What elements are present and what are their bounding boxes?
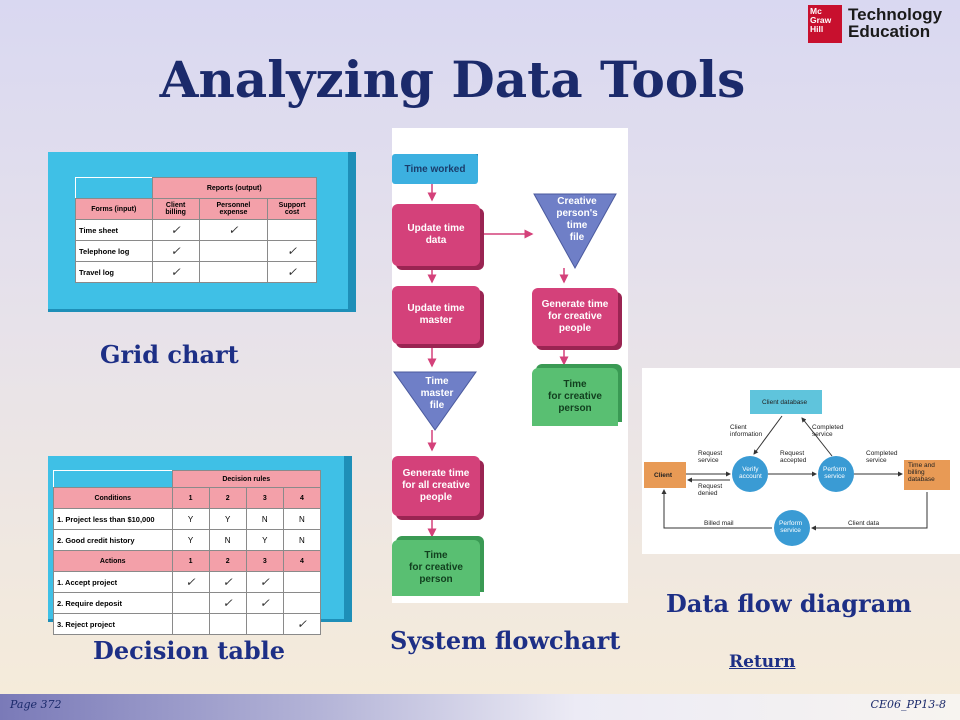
table-row: 2. Require deposit ✓ ✓ xyxy=(53,592,322,614)
return-link[interactable]: Return xyxy=(729,652,796,672)
grid-corner-header: Forms (input) xyxy=(75,198,153,220)
grid-chart-figure: Reports (output) Forms (input) Client bi… xyxy=(48,152,356,312)
decision-table: Decision rules Conditions 1 2 3 4 1. Pro… xyxy=(53,470,322,635)
grid-super-header: Reports (output) xyxy=(151,177,317,199)
dfd-client: Client xyxy=(654,472,673,479)
grid-col-header: Support cost xyxy=(267,198,317,220)
table-row: 3. Reject project ✓ xyxy=(53,613,322,635)
dfd-billed-mail: Billed mail xyxy=(704,520,734,527)
slide-title: Analyzing Data Tools xyxy=(159,50,746,109)
table-row: Telephone log ✓ ✓ xyxy=(75,240,317,262)
dfd-client-data: Client data xyxy=(848,520,880,527)
table-row: 1. Accept project ✓ ✓ ✓ xyxy=(53,571,322,593)
table-row: 1. Project less than $10,000 Y Y N N xyxy=(53,508,322,530)
system-flowchart-caption: System flowchart xyxy=(390,626,621,655)
page-number: Page 372 xyxy=(10,698,62,711)
footer-bar xyxy=(0,694,960,720)
table-row: Time sheet ✓ ✓ xyxy=(75,219,317,241)
grid-col-header: Client billing xyxy=(151,198,200,220)
flow-time-worked-input: Time worked xyxy=(392,154,478,184)
decision-table-caption: Decision table xyxy=(93,636,286,665)
conditions-header: Conditions xyxy=(53,487,173,509)
grid-chart-table: Reports (output) Forms (input) Client bi… xyxy=(75,177,317,283)
grid-chart-caption: Grid chart xyxy=(100,340,239,369)
data-flow-diagram-caption: Data flow diagram xyxy=(666,589,912,618)
grid-col-header: Personnel expense xyxy=(198,198,269,220)
table-row: Travel log ✓ ✓ xyxy=(75,261,317,283)
decision-table-figure: Decision rules Conditions 1 2 3 4 1. Pro… xyxy=(48,456,352,635)
slide-code: CE06_PP13-8 xyxy=(870,698,946,711)
actions-header: Actions xyxy=(53,550,173,572)
flowchart-connectors xyxy=(427,184,569,538)
dfd-connectors xyxy=(644,390,950,546)
decision-super-header: Decision rules xyxy=(171,470,321,488)
dfd-client-database: Client database xyxy=(762,399,808,406)
table-row: 2. Good credit history Y N Y N xyxy=(53,529,322,551)
